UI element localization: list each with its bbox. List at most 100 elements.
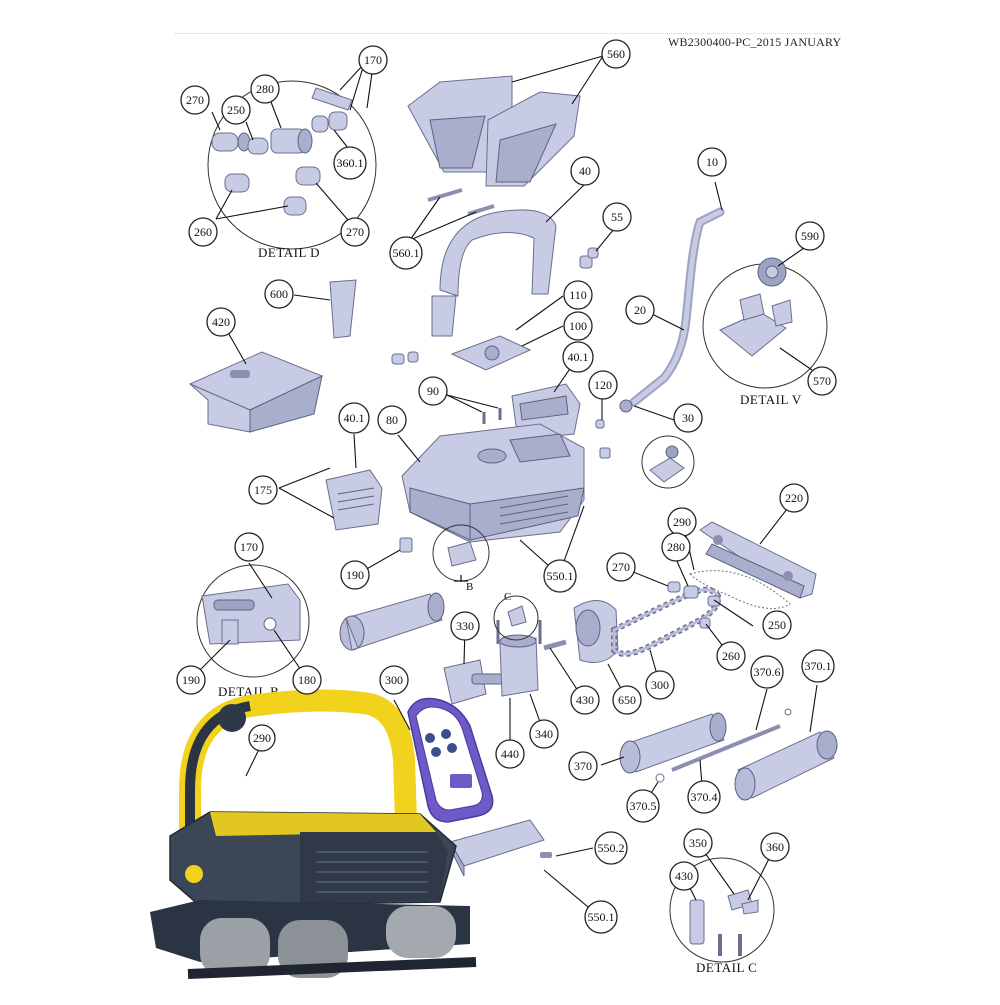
roller-370 <box>619 712 727 774</box>
svg-text:55: 55 <box>611 210 623 224</box>
detail-c-label: DETAIL C <box>696 960 757 975</box>
svg-text:360.1: 360.1 <box>337 156 364 170</box>
svg-text:440: 440 <box>501 747 519 761</box>
roller-left <box>339 592 445 651</box>
detail-d: DETAIL D <box>207 63 377 260</box>
callout-40-1: 40.1 <box>338 402 370 434</box>
callout-300: 300 <box>645 670 675 700</box>
callout-350: 350 <box>683 828 713 858</box>
chain-290 <box>689 570 791 609</box>
robot-photo <box>150 689 477 979</box>
callout-100: 100 <box>563 311 593 341</box>
svg-text:550.2: 550.2 <box>598 841 625 855</box>
main-body-80 <box>401 423 585 543</box>
rod-430 <box>543 639 567 651</box>
callout-80: 80 <box>377 405 407 435</box>
svg-text:370.6: 370.6 <box>754 665 781 679</box>
callout-250: 250 <box>221 95 251 125</box>
callout-120: 120 <box>588 370 618 400</box>
callout-20: 20 <box>625 295 655 325</box>
callout-30: 30 <box>673 403 703 433</box>
marker-b-label: B <box>466 581 473 593</box>
callout-300: 300 <box>379 665 409 695</box>
svg-text:600: 600 <box>270 287 288 301</box>
callout-370-4: 370.4 <box>687 780 721 814</box>
svg-text:100: 100 <box>569 319 587 333</box>
rods-560-1 <box>427 188 495 216</box>
svg-text:180: 180 <box>298 673 316 687</box>
shaft-370-4 <box>671 724 781 772</box>
callout-340: 340 <box>529 719 559 749</box>
svg-text:370.4: 370.4 <box>691 790 718 804</box>
small-parts-near-plate <box>391 351 419 365</box>
svg-text:250: 250 <box>227 103 245 117</box>
detail-d-ring <box>207 80 377 250</box>
svg-text:550.1: 550.1 <box>547 569 574 583</box>
callout-560-1: 560.1 <box>389 236 423 270</box>
svg-text:190: 190 <box>182 673 200 687</box>
callout-55: 55 <box>602 202 632 232</box>
svg-text:170: 170 <box>240 540 258 554</box>
callout-280: 280 <box>250 74 280 104</box>
detail-b-ring <box>196 564 310 678</box>
callout-190: 190 <box>176 665 206 695</box>
svg-text:430: 430 <box>675 869 693 883</box>
plate-100 <box>450 335 532 371</box>
svg-text:260: 260 <box>722 649 740 663</box>
svg-text:220: 220 <box>785 491 803 505</box>
marker-b: B <box>432 524 490 593</box>
svg-text:550.1: 550.1 <box>588 910 615 924</box>
detail-c-ring <box>669 857 775 963</box>
svg-text:330: 330 <box>456 619 474 633</box>
svg-text:80: 80 <box>386 413 398 427</box>
callout-280: 280 <box>661 532 691 562</box>
callout-550-1: 550.1 <box>584 900 618 934</box>
callout-370: 370 <box>568 751 598 781</box>
ring-370-5 <box>655 773 665 783</box>
callout-370-5: 370.5 <box>626 789 660 823</box>
svg-text:560: 560 <box>607 47 625 61</box>
callout-550-2: 550.2 <box>594 831 628 865</box>
callout-220: 220 <box>779 483 809 513</box>
callout-570: 570 <box>807 366 837 396</box>
impeller-440 <box>496 620 542 697</box>
callout-440: 440 <box>495 739 525 769</box>
svg-text:40.1: 40.1 <box>568 350 589 364</box>
marker-c-label: C <box>504 591 511 603</box>
svg-text:280: 280 <box>256 82 274 96</box>
callout-260: 260 <box>188 217 218 247</box>
svg-text:650: 650 <box>618 693 636 707</box>
svg-text:430: 430 <box>576 693 594 707</box>
callout-270: 270 <box>606 552 636 582</box>
bottom-plate <box>449 819 552 877</box>
callout-190: 190 <box>340 560 370 590</box>
svg-text:20: 20 <box>634 303 646 317</box>
callout-10: 10 <box>697 147 727 177</box>
detail-v-marker <box>641 435 695 489</box>
svg-text:30: 30 <box>682 411 694 425</box>
callout-170: 170 <box>358 45 388 75</box>
svg-text:560.1: 560.1 <box>393 246 420 260</box>
svg-text:270: 270 <box>186 93 204 107</box>
detail-v-label: DETAIL V <box>740 392 802 407</box>
svg-text:420: 420 <box>212 315 230 329</box>
detail-c: DETAIL C <box>669 857 775 975</box>
callout-330: 330 <box>450 611 480 641</box>
side-plate-220 <box>699 521 817 599</box>
svg-text:250: 250 <box>768 618 786 632</box>
callout-370-1: 370.1 <box>801 649 835 683</box>
svg-text:360: 360 <box>766 840 784 854</box>
marker-c: C <box>493 591 539 641</box>
svg-text:40: 40 <box>579 164 591 178</box>
callout-110: 110 <box>563 280 593 310</box>
svg-text:340: 340 <box>535 727 553 741</box>
callout-40: 40 <box>570 156 600 186</box>
roller-370-1 <box>734 708 838 801</box>
callout-270: 270 <box>340 217 370 247</box>
svg-text:90: 90 <box>427 384 439 398</box>
part-55 <box>579 247 599 269</box>
svg-text:290: 290 <box>673 515 691 529</box>
callout-290: 290 <box>667 507 697 537</box>
